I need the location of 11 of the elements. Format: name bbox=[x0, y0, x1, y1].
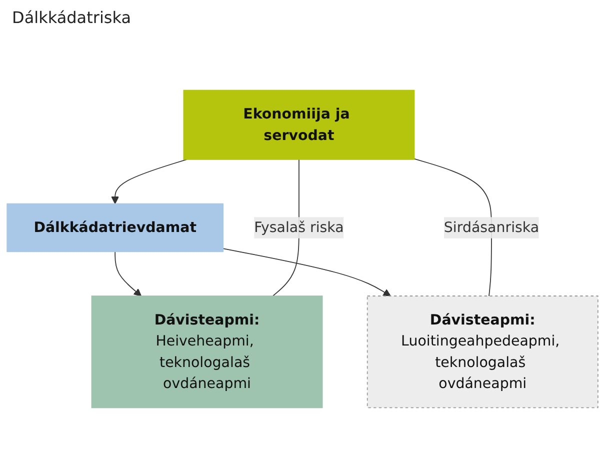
node-box: Dávisteapmi: Heiveheapmi, teknologalaš ovdáneapmi bbox=[91, 296, 323, 408]
arrow bbox=[114, 251, 142, 296]
connector bbox=[414, 158, 492, 296]
node-box: Ekonomiija ja servodat bbox=[183, 90, 415, 160]
node-box: Dávisteapmi: Luoitingeahpedeapmi, teknologalaš ovdáneapmi bbox=[366, 296, 598, 408]
edge-label: Fysalaš riska bbox=[254, 218, 344, 236]
edge-label: Sirdásanriska bbox=[444, 218, 540, 236]
risk-label: Dálkkádatriska bbox=[12, 8, 132, 27]
node-box: Dálkkádatrievdamat bbox=[6, 203, 224, 252]
arrow bbox=[222, 248, 391, 296]
arrow bbox=[111, 159, 188, 204]
